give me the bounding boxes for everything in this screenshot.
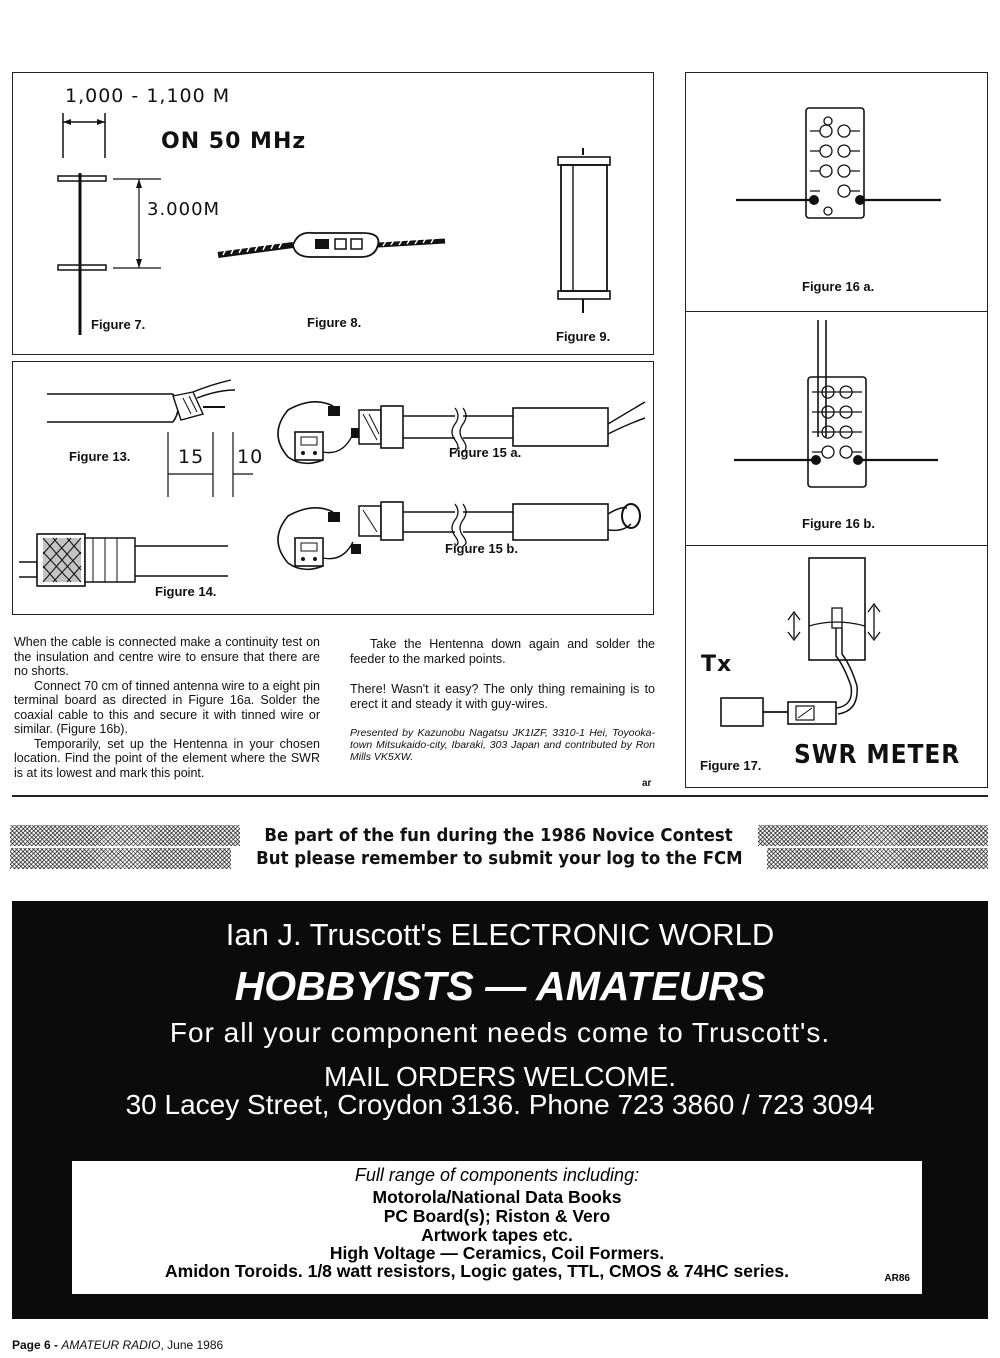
figure-16b-caption: Figure 16 b. (802, 516, 875, 531)
figure-17-tx-label: Tx (701, 652, 733, 677)
article-end-mark: ar (642, 778, 652, 789)
article-paragraph: Connect 70 cm of tinned antenna wire to … (14, 678, 320, 737)
figure-13-dimension-10: 10 (237, 446, 264, 468)
figure-7-top-dimension: 1,000 - 1,100 M (65, 85, 231, 107)
page-footer: Page 6 - AMATEUR RADIO, June 1986 (12, 1338, 223, 1352)
article-paragraph: Take the Hentenna down again and solder … (350, 637, 655, 666)
figure-16b-diagram (734, 320, 938, 488)
banner-hatch (10, 825, 241, 846)
figure-box-16a: Figure 16 a. (685, 72, 988, 312)
figure-17-diagram (720, 557, 881, 727)
footer-magazine: AMATEUR RADIO (61, 1338, 161, 1352)
figure-16a-diagram (736, 107, 941, 219)
figure-13-diagram (47, 379, 253, 497)
figure-7-side-dimension: 3.000M (147, 199, 221, 220)
figure-17-meter-label: SWR METER (794, 740, 961, 770)
footer-page: Page 6 - (12, 1338, 62, 1352)
figure-box-7-8-9: 1,000 - 1,100 M ON 50 MHz 3.000M Figure … (12, 72, 654, 355)
contest-banner-line-2: But please remember to submit your log t… (10, 847, 989, 870)
ad-company-name: Ian J. Truscott's ELECTRONIC WORLD (225, 917, 775, 952)
figure-13-dimension-15: 15 (178, 446, 205, 468)
article-paragraph: When the cable is connected make a conti… (14, 635, 320, 678)
figure-14-caption: Figure 14. (155, 584, 217, 599)
truscott-advertisement: Ian J. Truscott's ELECTRONIC WORLD HOBBY… (12, 901, 988, 1319)
ad-components-title: Full range of components including: (354, 1165, 640, 1185)
figure-15-diagram (277, 401, 646, 571)
ad-mail-orders: MAIL ORDERS WELCOME. (323, 1061, 677, 1092)
ad-tagline: For all your component needs come to Tru… (169, 1017, 831, 1048)
article-column-2: Take the Hentenna down again and solder … (350, 637, 655, 763)
figure-box-16b: Figure 16 b. (685, 311, 988, 546)
ad-address-phone: 30 Lacey Street, Croydon 3136. Phone 723… (125, 1089, 875, 1120)
ad-component-line: Motorola/National Data Books (372, 1187, 622, 1207)
figure-7-caption: Figure 7. (91, 317, 146, 332)
ad-code: AR86 (884, 1273, 910, 1284)
figure-box-17: Tx SWR METER Figure 17. (685, 545, 988, 788)
ad-component-line: Artwork tapes etc. (421, 1225, 573, 1245)
figure-14-diagram (19, 533, 228, 587)
contest-banner-line-1: Be part of the fun during the 1986 Novic… (10, 824, 988, 847)
ad-component-line: Amidon Toroids. 1/8 watt resistors, Logi… (165, 1261, 789, 1281)
figure-17-caption: Figure 17. (700, 758, 762, 773)
figure-box-13-15: 15 10 Figure 13. Figure 14. (12, 361, 654, 615)
figure-15b-caption: Figure 15 b. (445, 541, 518, 556)
figure-15a-caption: Figure 15 a. (449, 445, 522, 460)
figure-16a-caption: Figure 16 a. (802, 279, 875, 294)
ad-component-line: PC Board(s); Riston & Vero (383, 1206, 611, 1226)
figure-9-caption: Figure 9. (556, 329, 611, 344)
figure-8-caption: Figure 8. (307, 315, 362, 330)
figure-9-diagram (557, 148, 611, 313)
article-credit: Presented by Kazunobu Nagatsu JK1IZF, 33… (350, 727, 655, 763)
article-paragraph: Temporarily, set up the Hentenna in your… (14, 736, 320, 780)
band-note: ON 50 MHz (161, 129, 307, 154)
banner-text: But please remember to submit your log t… (255, 848, 743, 869)
article-bottom-rule (12, 795, 988, 797)
figure-8-diagram (217, 231, 446, 258)
article-column-1: When the cable is connected make a conti… (14, 635, 320, 780)
article-paragraph: There! Wasn't it easy? The only thing re… (350, 682, 655, 711)
ad-component-line: High Voltage — Ceramics, Coil Formers. (329, 1243, 665, 1263)
banner-hatch (767, 848, 989, 869)
ad-headline: HOBBYISTS — AMATEURS (234, 963, 766, 1009)
footer-date: , June 1986 (160, 1338, 224, 1352)
banner-hatch (757, 825, 988, 846)
banner-hatch (10, 848, 231, 869)
banner-text: Be part of the fun during the 1986 Novic… (264, 825, 734, 846)
ad-components-panel: Full range of components including: Moto… (72, 1161, 922, 1294)
figure-7-diagram (57, 113, 161, 335)
figure-13-caption: Figure 13. (69, 449, 131, 464)
